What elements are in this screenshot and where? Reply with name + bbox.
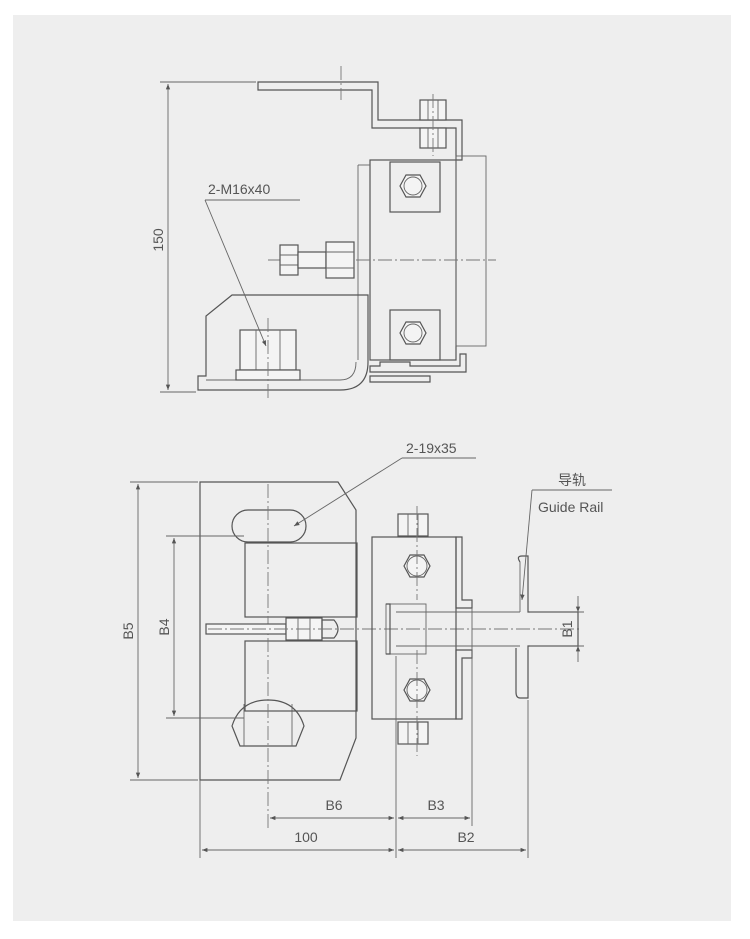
drawing-panel (13, 15, 731, 921)
plan-lower-nut (397, 650, 431, 756)
dim-b2: B2 (457, 829, 474, 845)
dim-b6: B6 (325, 797, 342, 813)
dim-b3: B3 (427, 797, 444, 813)
lower-nut (389, 309, 441, 361)
upper-clamp (244, 542, 358, 618)
guide-rail-cn: 导轨 (558, 472, 586, 488)
m16-bolt (235, 318, 301, 398)
dim-100: 100 (294, 829, 318, 845)
rail-plate (386, 603, 391, 655)
plan-clamp-body (371, 536, 457, 720)
top-bolt (419, 94, 447, 156)
dim-b4: B4 (156, 618, 172, 635)
guide-rail-en: Guide Rail (538, 499, 603, 515)
side-bolt (279, 241, 355, 279)
upper-slot (231, 509, 307, 543)
dim-b1: B1 (559, 620, 575, 637)
height-dimension: 150 (150, 228, 166, 252)
plan-upper-nut (397, 506, 431, 600)
bolt-spec-label: 2-M16x40 (208, 181, 270, 197)
slot-spec-label: 2-19x35 (406, 440, 457, 456)
lower-clamp (244, 640, 358, 712)
l-bracket (197, 294, 369, 391)
upper-nut (389, 161, 441, 213)
side-view: 150 2-M16x40 (150, 66, 496, 398)
lower-nut-plan (231, 699, 305, 747)
dim-b5: B5 (120, 622, 136, 639)
plan-view: B1 导轨 Guide Rail 2-19x35 B5 B4 B6 B3 100 (120, 440, 612, 858)
